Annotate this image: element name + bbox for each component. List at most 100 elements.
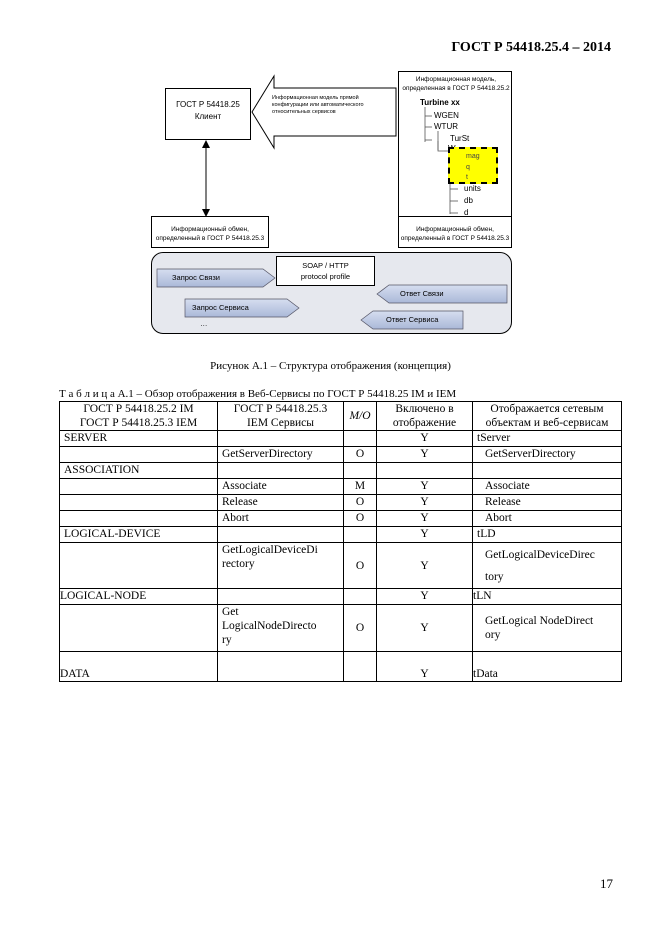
- request-link-label: Запрос Связи: [172, 273, 220, 282]
- cell-model: LOGICAL-NODE: [59, 588, 218, 605]
- tree-item-units: units: [464, 184, 481, 193]
- header-included-line2: отображение: [392, 417, 457, 429]
- response-link-label: Ответ Связи: [400, 289, 444, 298]
- cell-service-line3: ry: [222, 634, 232, 646]
- cell-model: ASSOCIATION: [59, 462, 218, 479]
- figure-caption: Рисунок А.1 – Структура отображения (кон…: [210, 360, 451, 372]
- cell-mapped: Release: [472, 494, 622, 511]
- header-mapped: Отображается сетевым объектам и веб-серв…: [472, 401, 622, 431]
- cell-service: GetServerDirectory: [217, 446, 344, 463]
- header-included-line1: Включено в: [395, 403, 454, 415]
- table-row: SERVER Y tServer: [59, 430, 622, 447]
- cell-service: [217, 430, 344, 447]
- configuration-arrow: [251, 74, 397, 150]
- cell-model: [59, 446, 218, 463]
- table-title: Т а б л и ц а А.1 – Обзор отображения в …: [59, 388, 457, 400]
- information-model-box: Информационная модель, определенная в ГО…: [398, 71, 512, 217]
- client-exchange-arrow: [202, 140, 210, 217]
- tree-item-wgen: WGEN: [434, 111, 459, 120]
- cell-service: Release: [217, 494, 344, 511]
- highlighted-attributes-box: mag q t: [448, 147, 498, 184]
- exchange-box-right: Информационный обмен, определенный в ГОС…: [398, 216, 512, 248]
- cell-mapped-line1: GetLogical NodeDirect: [485, 615, 594, 627]
- table-row: Associate M Y Associate: [59, 478, 622, 495]
- cell-mo: O: [343, 604, 377, 652]
- header-im-iem-line1: ГОСТ Р 54418.25.2 IM: [83, 403, 194, 415]
- protocol-arrows: [156, 268, 508, 330]
- cell-model: [59, 494, 218, 511]
- cell-model: [59, 478, 218, 495]
- cell-included: Y: [376, 542, 473, 589]
- mapping-table: ГОСТ Р 54418.25.2 IM ГОСТ Р 54418.25.3 I…: [59, 401, 622, 682]
- table-row: LOGICAL-DEVICE Y tLD: [59, 526, 622, 543]
- cell-mapped-line2: tory: [485, 570, 504, 583]
- cell-model: DATA: [59, 651, 218, 682]
- cell-service: Associate: [217, 478, 344, 495]
- cell-mapped: Associate: [472, 478, 622, 495]
- cell-mapped: GetLogical NodeDirect ory: [472, 604, 622, 652]
- protocol-line2: protocol profile: [300, 272, 351, 281]
- cell-service: [217, 526, 344, 543]
- cell-service: Get LogicalNodeDirecto ry: [217, 604, 344, 652]
- tree-item-q: q: [466, 164, 470, 171]
- cell-model: LOGICAL-DEVICE: [59, 526, 218, 543]
- client-box-line1: ГОСТ Р 54418.25: [176, 100, 240, 109]
- header-mapped-line1: Отображается сетевым: [490, 403, 604, 415]
- cell-mo: O: [343, 446, 377, 463]
- exchange-box-left: Информационный обмен, определенный в ГОС…: [151, 216, 269, 248]
- header-included: Включено в отображение: [376, 401, 473, 431]
- table-row: GetServerDirectory O Y GetServerDirector…: [59, 446, 622, 463]
- cell-service-line2: rectory: [222, 558, 255, 570]
- cell-mapped-line2: ory: [485, 629, 501, 641]
- client-box: ГОСТ Р 54418.25 Клиент: [165, 88, 251, 140]
- cell-mapped: Abort: [472, 510, 622, 527]
- table-row: LOGICAL-NODE Y tLN: [59, 588, 622, 605]
- response-service-label: Ответ Сервиса: [386, 315, 439, 324]
- tree-item-wtur: WTUR: [434, 122, 458, 131]
- cell-mo: [343, 526, 377, 543]
- cell-mapped-line1: GetLogicalDeviceDirec: [485, 548, 595, 561]
- table-row: GetLogicalDeviceDi rectory O Y GetLogica…: [59, 542, 622, 589]
- cell-model: [59, 542, 218, 589]
- client-box-line2: Клиент: [194, 112, 222, 121]
- cell-service: [217, 651, 344, 682]
- cell-mo: [343, 588, 377, 605]
- cell-service-line1: Get: [222, 606, 239, 618]
- cell-included: Y: [376, 478, 473, 495]
- model-title: Информационная модель, определенная в ГО…: [402, 76, 510, 92]
- header-im-iem-line2: ГОСТ Р 54418.25.3 IEM: [79, 417, 198, 429]
- cell-included: Y: [376, 494, 473, 511]
- header-iem-services-line1: ГОСТ Р 54418.25.3: [233, 403, 328, 415]
- cell-mo: M: [343, 478, 377, 495]
- tree-item-db: db: [464, 196, 473, 205]
- header-mo: M/O: [343, 401, 377, 431]
- cell-mo: [343, 651, 377, 682]
- cell-mapped: [472, 462, 622, 479]
- cell-mo: [343, 462, 377, 479]
- header-iem-services-line2: IEM Сервисы: [246, 417, 315, 429]
- cell-included: Y: [376, 526, 473, 543]
- cell-model: [59, 604, 218, 652]
- cell-mo: O: [343, 542, 377, 589]
- cell-service: Abort: [217, 510, 344, 527]
- cell-model: [59, 510, 218, 527]
- table-row: Get LogicalNodeDirecto ry O Y GetLogical…: [59, 604, 622, 652]
- cell-service: [217, 462, 344, 479]
- cell-included: Y: [376, 510, 473, 527]
- table-row: DATA Y tData: [59, 651, 622, 682]
- page-number: 17: [600, 876, 613, 891]
- cell-mapped: tLN: [472, 588, 622, 605]
- tree-item-t: t: [466, 174, 468, 181]
- table-header-row: ГОСТ Р 54418.25.2 IM ГОСТ Р 54418.25.3 I…: [59, 401, 622, 431]
- cell-mapped: tData: [472, 651, 622, 682]
- cell-included: Y: [376, 430, 473, 447]
- request-service-label: Запрос Сервиса: [192, 303, 249, 312]
- document-header: ГОСТ Р 54418.25.4 – 2014: [451, 40, 611, 55]
- header-iem-services: ГОСТ Р 54418.25.3 IEM Сервисы: [217, 401, 344, 431]
- cell-included: [376, 462, 473, 479]
- cell-model: SERVER: [59, 430, 218, 447]
- header-im-iem: ГОСТ Р 54418.25.2 IM ГОСТ Р 54418.25.3 I…: [59, 401, 218, 431]
- cell-mapped: GetServerDirectory: [472, 446, 622, 463]
- cell-mapped: tLD: [472, 526, 622, 543]
- cell-mo: [343, 430, 377, 447]
